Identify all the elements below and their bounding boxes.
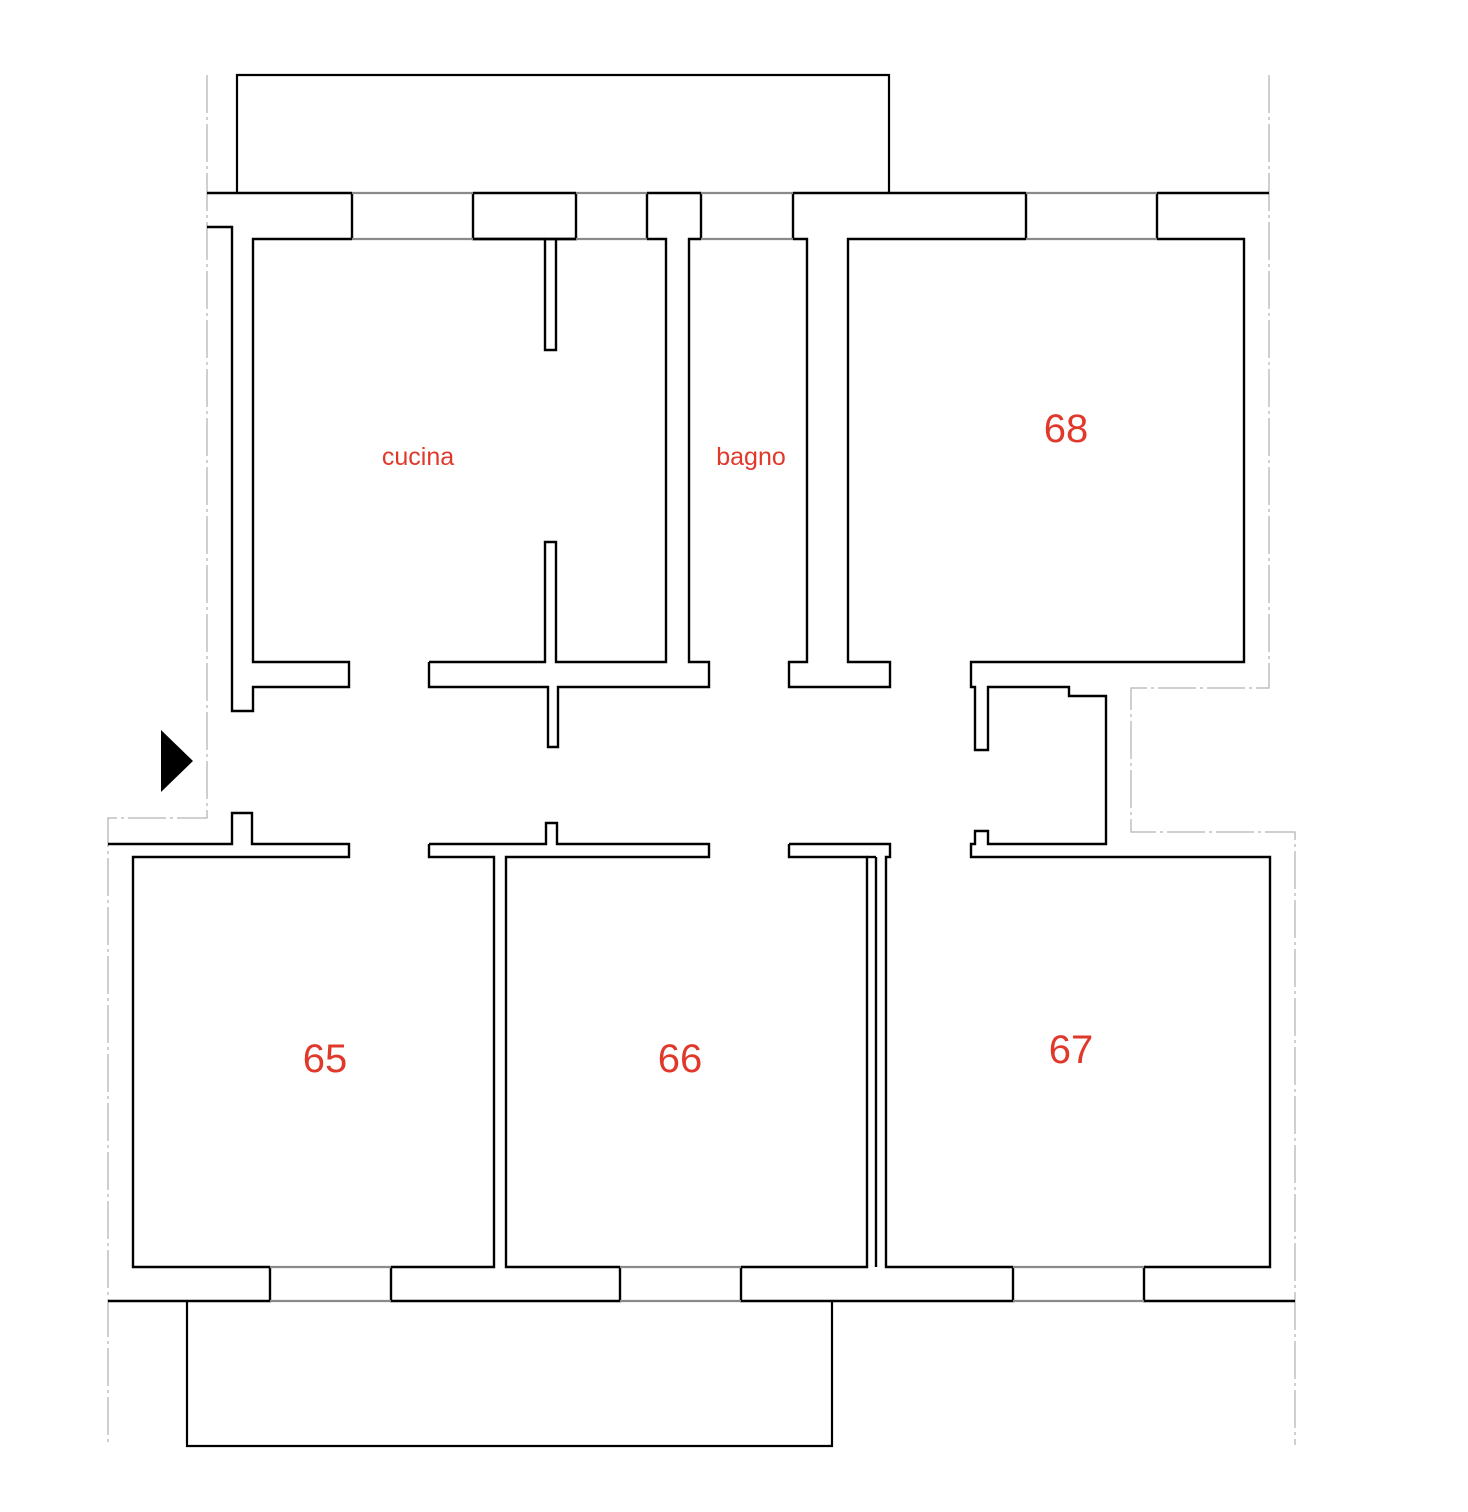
top-exterior-wall <box>207 191 1269 241</box>
bath-and-68-walls <box>787 237 1272 1269</box>
room-label-bagno: bagno <box>716 443 786 471</box>
top-balcony <box>235 73 891 193</box>
property-boundary <box>107 75 1296 1445</box>
room-label-67: 67 <box>1049 1028 1094 1072</box>
room-labels: cucina bagno 68 65 66 67 <box>303 407 1094 1081</box>
top-windows <box>352 191 1157 241</box>
kitchen-walls <box>207 225 711 749</box>
bottom-exterior-wall <box>108 1267 1295 1303</box>
room-label-68: 68 <box>1044 407 1089 451</box>
room-label-65: 65 <box>303 1037 348 1081</box>
bottom-balcony <box>185 1301 834 1448</box>
room-label-66: 66 <box>658 1037 703 1081</box>
bottom-windows <box>270 1265 1144 1303</box>
entrance-arrow-icon <box>161 730 193 792</box>
room-label-cucina: cucina <box>382 443 454 471</box>
lower-rooms-walls <box>108 811 1013 1269</box>
